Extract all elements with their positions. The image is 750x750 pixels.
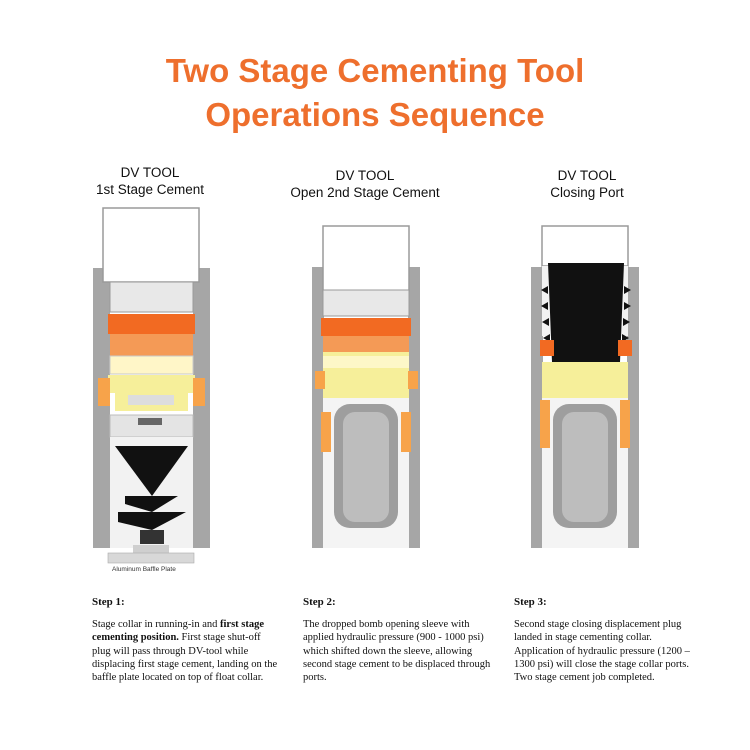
- tool-3-plug-fin-2: [541, 302, 548, 310]
- column-1-heading: DV TOOL 1st Stage Cement: [80, 164, 220, 198]
- tool-1-orange-sleeve-top: [108, 314, 195, 334]
- step-1-label: Step 1:: [92, 596, 125, 608]
- tool-3-lower-seal-right: [620, 400, 630, 448]
- baffle-plate-annotation: Aluminum Baffle Plate: [112, 566, 176, 573]
- column-2-heading-line1: DV TOOL: [335, 168, 395, 183]
- tool-3-plug-fin-3: [542, 318, 549, 326]
- step-1-text-part2: First stage shut-off plug will pass thro…: [92, 632, 278, 684]
- tool-2-housing-left: [312, 267, 324, 548]
- column-1-heading-line1: DV TOOL: [120, 165, 180, 180]
- tool-3-bomb-highlight: [562, 412, 608, 522]
- tool-1-housing-right: [193, 268, 210, 548]
- tool-1-plug-nose: [140, 530, 164, 544]
- tool-3-housing-left: [531, 267, 543, 548]
- step-1-text: Stage collar in running-in and first sta…: [92, 618, 278, 684]
- tool-2-port-left: [315, 371, 325, 389]
- tool-3-plug-fin-1: [541, 286, 548, 294]
- tool-1-baffle-plate: [107, 552, 195, 564]
- tool-2-orange-sleeve-bottom: [323, 336, 409, 352]
- tool-3-upper-pipe: [541, 225, 629, 267]
- column-1-heading-line2: 1st Stage Cement: [95, 182, 205, 197]
- tool-1-orange-sleeve-bottom: [110, 334, 193, 356]
- tool-1-port-left: [98, 378, 110, 406]
- tool-3-housing-right: [627, 267, 639, 548]
- tool-1-baffle-top: [133, 545, 169, 553]
- tool-1-housing-left: [93, 268, 110, 548]
- tool-3-plug-fin-5: [624, 286, 631, 294]
- step-3-label: Step 3:: [514, 596, 547, 608]
- tool-2-upper-body: [322, 289, 410, 317]
- dv-tool-1st-stage-illustration: [93, 207, 210, 564]
- step-1-text-part1: Stage collar in running-in and: [92, 619, 221, 630]
- tool-2-port-right: [408, 371, 418, 389]
- step-2-text: The dropped bomb opening sleeve with app…: [303, 619, 491, 684]
- tool-3-orange-right: [618, 340, 632, 356]
- tool-1-port-right: [193, 378, 205, 406]
- tool-3-yellow-sleeve: [542, 362, 628, 398]
- tool-2-lower-seal-right: [401, 412, 411, 452]
- tool-3-closing-plug-body: [548, 263, 624, 362]
- tool-2-lower-seal-left: [321, 412, 331, 452]
- step-3-text: Second stage closing displacement plug l…: [514, 619, 690, 684]
- column-2-heading: DV TOOL Open 2nd Stage Cement: [270, 167, 460, 201]
- tool-1-plug-wiper-1: [125, 496, 178, 512]
- dv-tool-open-2nd-stage-illustration: [312, 225, 420, 548]
- step-1-text-bold: first stage cementing position.: [92, 619, 265, 644]
- tool-3-plug-fin-7: [623, 318, 630, 326]
- title-line-2: Operations Sequence: [205, 96, 545, 133]
- tool-1-gap: [109, 355, 194, 375]
- tool-2-bomb-highlight: [343, 412, 389, 522]
- column-2-heading-line2: Open 2nd Stage Cement: [290, 185, 440, 200]
- tool-3-plug-fin-6: [624, 302, 631, 310]
- column-3-heading-line1: DV TOOL: [557, 168, 617, 183]
- tool-1-lock-ring: [138, 418, 162, 425]
- tool-3-orange-left: [540, 340, 554, 356]
- tool-1-upper-pipe: [102, 207, 200, 283]
- tool-1-upper-body: [109, 281, 194, 313]
- tool-1-sleeve-slot: [128, 395, 174, 405]
- dv-tool-closing-port-illustration: [531, 225, 639, 548]
- tool-1-yellow-sleeve-top: [108, 375, 195, 393]
- tool-2-upper-pipe: [322, 225, 410, 292]
- tool-2-housing-right: [408, 267, 420, 548]
- column-3-heading: DV TOOL Closing Port: [517, 167, 657, 201]
- title-line-1: Two Stage Cementing Tool: [165, 52, 585, 89]
- tool-2-orange-sleeve-top: [321, 318, 411, 336]
- tool-1-shutoff-plug-head: [115, 446, 188, 496]
- column-3-heading-line2: Closing Port: [550, 185, 624, 200]
- tool-2-yellow-highlight: [323, 356, 409, 368]
- tool-1-plug-wiper-2: [118, 512, 186, 530]
- step-2-label: Step 2:: [303, 596, 336, 608]
- tool-3-lower-seal-left: [540, 400, 550, 448]
